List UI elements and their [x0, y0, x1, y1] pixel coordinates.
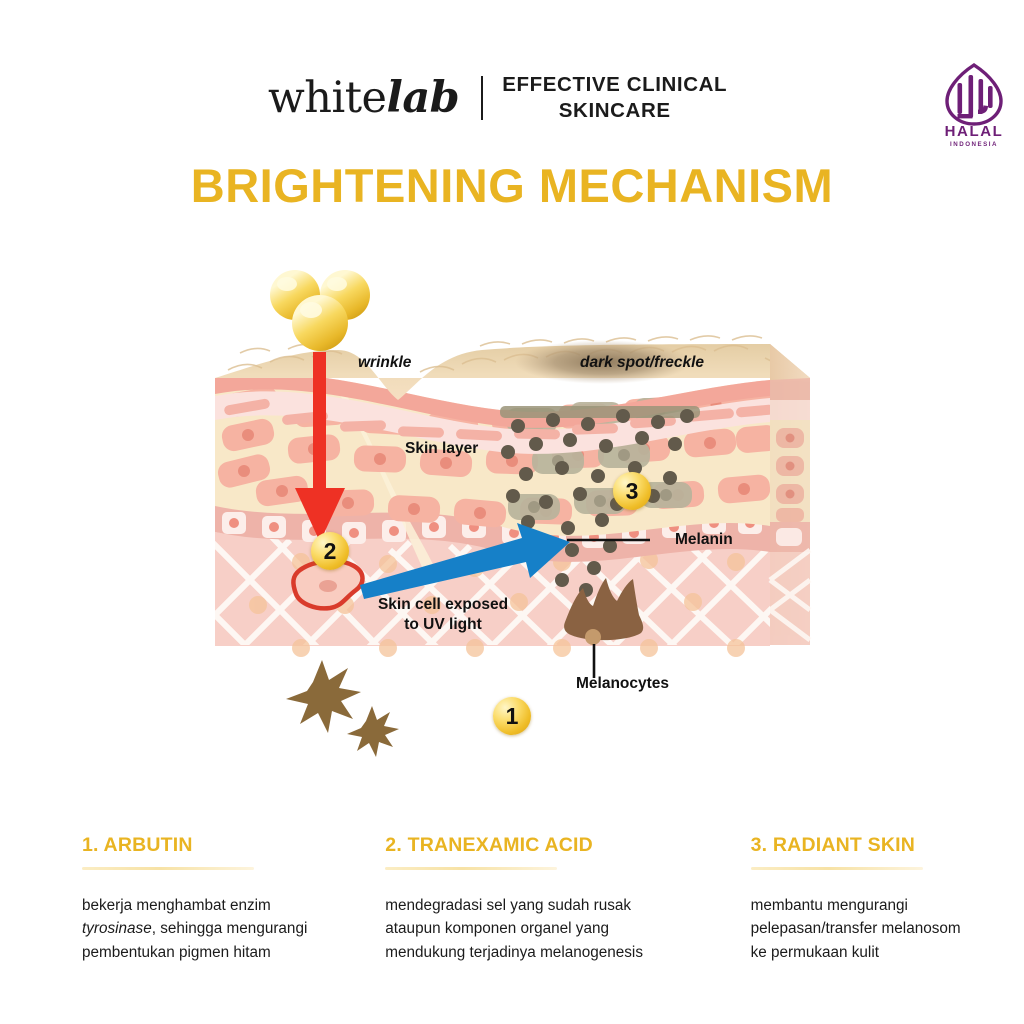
section-body-2: mendegradasi sel yang sudah rusak ataupu… [385, 894, 658, 965]
halal-mark-icon [945, 62, 1003, 126]
uv-damaged-cell [291, 558, 365, 611]
badge-step-1: 1 [493, 697, 531, 735]
section-body-2-pre: mendegradasi sel yang sudah rusak ataupu… [385, 896, 643, 961]
section-title-3: 3. RADIANT SKIN [750, 834, 916, 856]
serum-droplets [270, 270, 370, 351]
brand-divider [481, 76, 484, 121]
section-body-3: membantu mengurangi pelepasan/transfer m… [751, 894, 1000, 965]
corneum-flakes [224, 398, 770, 441]
skin-diagram: wrinkle dark spot/freckle Skin layer Mel… [170, 250, 860, 795]
brand-wordmark: whitelab [268, 76, 460, 120]
pigment-band [500, 406, 700, 418]
ingredient-sections: 1. ARBUTIN bekerja menghambat enzim tyro… [0, 834, 1024, 965]
brand-tagline: EFFECTIVE CLINICAL SKINCARE [502, 73, 728, 123]
label-skin-layer: Skin layer [405, 440, 479, 457]
section-body-3-pre: membantu mengurangi pelepasan/transfer m… [750, 896, 961, 961]
section-title-2: 2. TRANEXAMIC ACID [385, 834, 593, 856]
label-melanocytes: Melanocytes [576, 675, 670, 692]
melanin-dots [501, 409, 694, 597]
melanocyte-cell [564, 578, 644, 645]
brand-wordmark-lab: lab [386, 72, 460, 123]
section-rule-2 [385, 866, 558, 870]
section-rule-1 [82, 866, 254, 870]
blue-uv-arrow [360, 523, 570, 599]
label-uv-exposed-cell: Skin cell exposed to UV light [377, 596, 509, 633]
halal-text-block: HALAL INDONESIA [933, 124, 1015, 148]
leader-lines [567, 538, 650, 678]
brand-logo: whitelab EFFECTIVE CLINICAL SKINCARE [268, 72, 727, 124]
section-body-1-italic: tyrosinase [82, 920, 152, 938]
page-title: BRIGHTENING MECHANISM [190, 159, 834, 212]
section-body-1-pre: bekerja menghambat enzim [82, 896, 271, 914]
page-header: whitelab EFFECTIVE CLINICAL SKINCARE HAL… [0, 34, 1024, 148]
section-arbutin: 1. ARBUTIN bekerja menghambat enzim tyro… [0, 834, 341, 965]
dark-spot-freckle-mark [515, 340, 691, 384]
section-radiant-skin: 3. RADIANT SKIN membantu mengurangi pele… [683, 834, 1024, 965]
brand-wordmark-white: white [268, 72, 387, 123]
section-title-1: 1. ARBUTIN [82, 834, 193, 856]
label-melanin: Melanin [675, 531, 733, 548]
halal-indonesia-logo: HALAL INDONESIA [933, 62, 1015, 154]
section-tranexamic-acid: 2. TRANEXAMIC ACID mendegradasi sel yang… [341, 834, 682, 965]
epidermis-layer [215, 378, 770, 580]
badge-step-3: 3 [613, 472, 651, 510]
skin-cross-section-illustration [215, 270, 812, 757]
section-body-1: bekerja menghambat enzim tyrosinase, seh… [82, 894, 317, 965]
label-dark-spot: dark spot/freckle [580, 354, 705, 371]
halal-sub: INDONESIA [950, 141, 998, 148]
badge-step-2: 2 [311, 532, 349, 570]
label-wrinkle: wrinkle [358, 354, 412, 371]
section-rule-3 [750, 866, 923, 870]
red-penetration-arrow [295, 352, 345, 542]
damage-burst-icons [286, 660, 399, 757]
section-body-1-post: , sehingga mengurangi pembentukan pigmen… [82, 920, 308, 961]
skin-block-side-face [768, 344, 812, 645]
halal-word: HALAL [944, 123, 1004, 140]
